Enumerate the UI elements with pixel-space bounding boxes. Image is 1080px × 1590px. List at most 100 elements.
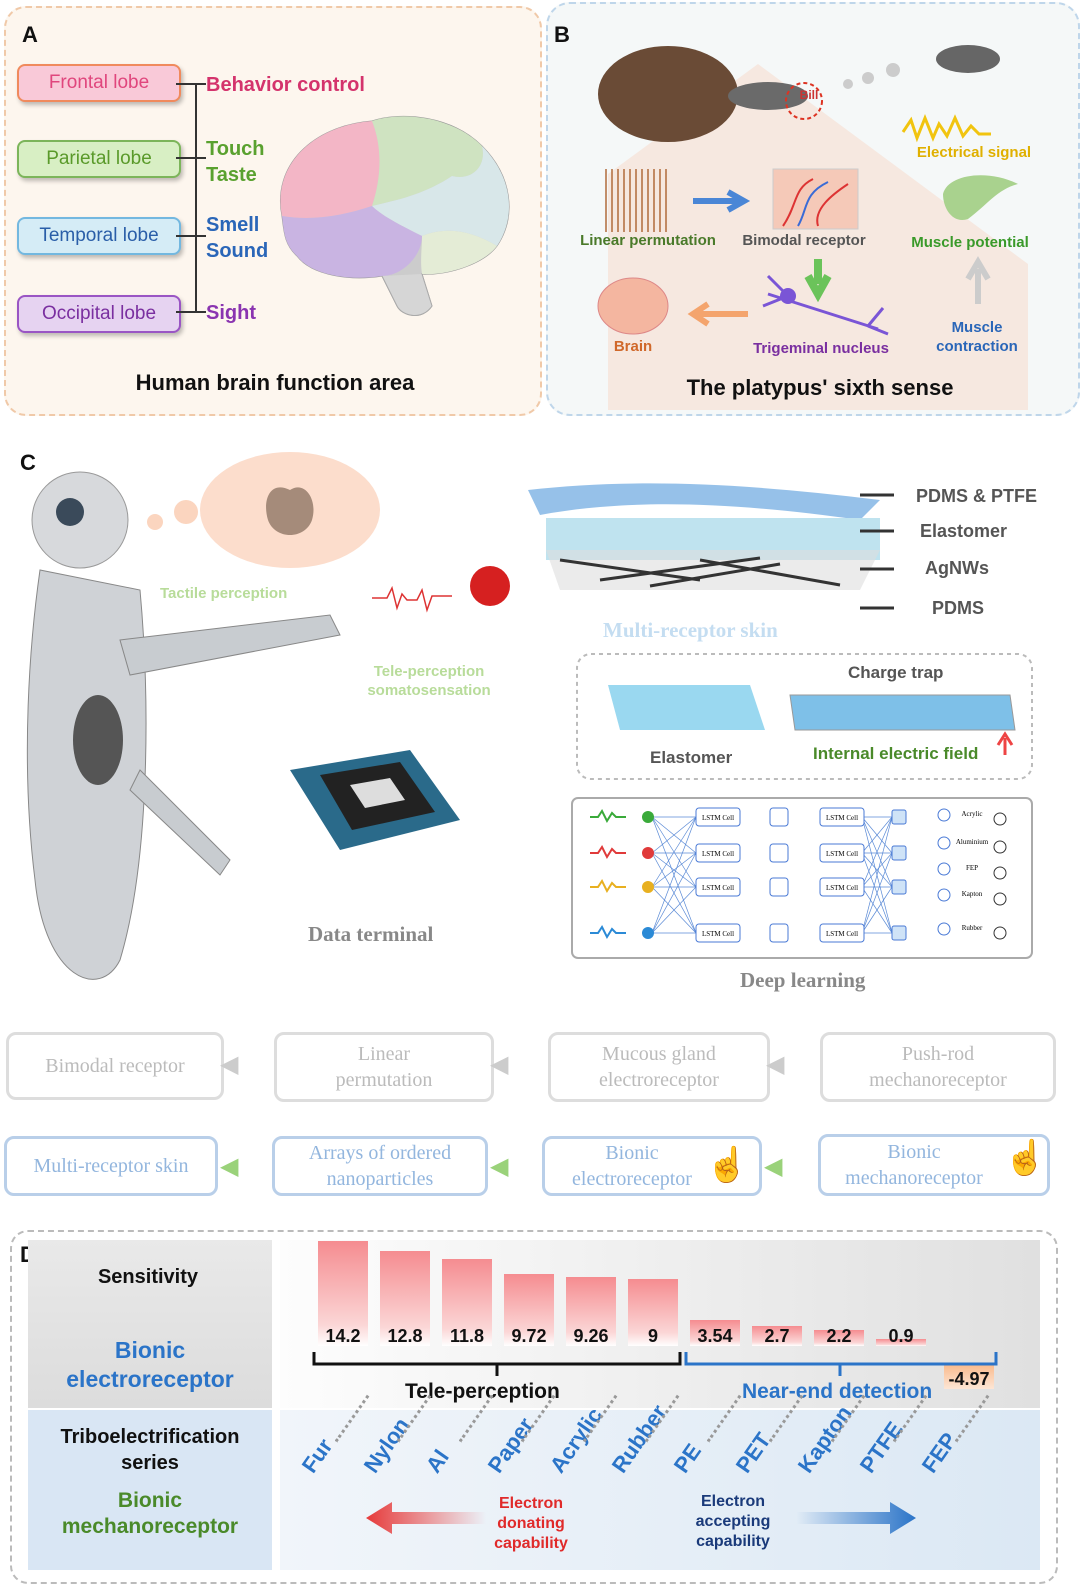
output-class-label: Aluminium <box>956 838 989 846</box>
panel-b-letter: B <box>554 22 570 47</box>
lstm-cell-label: LSTM Cell <box>826 930 858 938</box>
output-class-label: Rubber <box>962 924 983 932</box>
lstm-cell-label: LSTM Cell <box>702 884 734 892</box>
flow-arrow-icon: ◀ <box>220 1051 239 1078</box>
tribo-header-bg <box>28 1410 272 1570</box>
chart-value-label: 3.54 <box>697 1326 733 1346</box>
chart-value-label: 0.9 <box>888 1326 914 1346</box>
skin-layer-label: AgNWs <box>925 558 989 578</box>
near-end-group-label: Near-end detection <box>742 1380 933 1403</box>
chart-value-label: 2.7 <box>764 1326 790 1346</box>
group-brackets <box>312 1352 998 1376</box>
lstm-cell <box>819 877 865 897</box>
platypus-body <box>598 46 738 142</box>
lstm-cell-label: LSTM Cell <box>826 850 858 858</box>
chart-value-label: 9 <box>647 1326 658 1346</box>
lstm-cell <box>819 843 865 863</box>
output-node <box>993 812 1007 826</box>
tactile-perception-label: Tactile perception <box>160 585 288 602</box>
linear-permutation-label: Linear permutation <box>580 232 716 249</box>
flow-arrow-icon: ◀ <box>766 1051 785 1078</box>
lstm-cell <box>695 807 741 827</box>
data-terminal-label: Data terminal <box>308 922 434 946</box>
chart-bar <box>876 1339 926 1346</box>
muscle-contraction-label: Muscle contraction <box>936 319 1018 355</box>
lstm-cell-label: LSTM Cell <box>826 814 858 822</box>
lstm-cell-label: LSTM Cell <box>702 814 734 822</box>
bn-node <box>769 807 789 827</box>
output-class-label: Acrylic <box>962 810 983 818</box>
bionic-mechanoreceptor-label: Bionic mechanoreceptor <box>61 1489 239 1538</box>
chart-value-label: 12.8 <box>387 1326 423 1346</box>
panel-a-letter: A <box>22 22 38 47</box>
input-node <box>642 927 654 939</box>
platypus-scene <box>597 45 1028 410</box>
output-class-label: FEP <box>966 864 978 872</box>
fc-node <box>891 879 907 895</box>
function-label: Touch Taste <box>206 138 265 186</box>
tele-perception-group-label: Tele-perception <box>405 1380 560 1403</box>
output-class-label: Kapton <box>962 890 983 898</box>
flow-arrow-icon: ◀ <box>490 1051 509 1078</box>
chart-value-label: 9.72 <box>511 1326 547 1346</box>
chart-bar <box>944 1364 994 1389</box>
brain-illustration <box>280 115 510 316</box>
flow-box-bottom: Multi-receptor skin <box>4 1136 218 1196</box>
electron-donating-label: Electron donating capability <box>494 1495 568 1552</box>
lobe-box: Parietal lobe <box>17 140 181 178</box>
tele-perception-label: Tele-perception somatosensation <box>367 663 491 699</box>
input-waveform <box>590 845 626 860</box>
brain-label: Brain <box>613 338 653 355</box>
softmax-node <box>937 836 951 850</box>
panel-d <box>10 1230 1058 1584</box>
electrical-signal-label: Electrical signal <box>916 144 1032 161</box>
lstm-cell-label: LSTM Cell <box>702 850 734 858</box>
lstm-cell <box>819 923 865 943</box>
skin-layer-label: Elastomer <box>920 521 1008 541</box>
flow-box-top: Linear permutation <box>274 1032 494 1102</box>
chart-value-label: 11.8 <box>449 1326 485 1346</box>
skin-layer-label: PDMS & PTFE <box>916 486 1038 506</box>
sensitivity-label: Sensitivity <box>97 1266 199 1288</box>
input-node <box>642 811 654 823</box>
charge-trap-label: Charge trap <box>848 663 944 682</box>
flow-box-top: Push-rod mechanoreceptor <box>820 1032 1056 1102</box>
lstm-cell <box>695 843 741 863</box>
chart-value-label: 9.26 <box>573 1326 609 1346</box>
flow-arrow-icon: ◀ <box>220 1153 239 1180</box>
chart-bar <box>504 1274 554 1346</box>
lstm-cell <box>695 923 741 943</box>
flow-arrow-icon: ◀ <box>764 1153 783 1180</box>
robot-scene <box>26 452 1033 980</box>
fc-node <box>891 845 907 861</box>
elastomer-label: Elastomer <box>650 748 733 767</box>
chart-value-label: -4.97 <box>948 1369 990 1389</box>
lstm-cell-label: LSTM Cell <box>702 930 734 938</box>
flow-box-top: Bimodal receptor <box>6 1032 224 1100</box>
muscle-potential-label: Muscle potential <box>911 234 1029 251</box>
chart-value-label: 2.2 <box>826 1326 852 1346</box>
output-node <box>993 840 1007 854</box>
softmax-node <box>937 862 951 876</box>
bionic-electroreceptor-label: Bionic electroreceptor <box>66 1337 234 1392</box>
flow-arrow-icon: ◀ <box>490 1153 509 1180</box>
input-waveform <box>590 879 626 894</box>
softmax-node <box>937 922 951 936</box>
chart-bar <box>752 1326 802 1346</box>
lobe-box: Temporal lobe <box>17 217 181 255</box>
chart-value-label: 14.2 <box>325 1326 361 1346</box>
function-label: Smell Sound <box>206 214 269 262</box>
lstm-cell-label: LSTM Cell <box>826 884 858 892</box>
input-node <box>642 881 654 893</box>
input-waveform <box>590 925 626 940</box>
chart-bar <box>628 1279 678 1346</box>
sensitivity-header-bg <box>28 1240 272 1408</box>
bill-label: Bill <box>799 88 819 102</box>
bn-node <box>769 843 789 863</box>
flow-box-bottom: Arrays of ordered nanoparticles <box>272 1136 488 1196</box>
panel-a-caption: Human brain function area <box>135 370 415 395</box>
tribo-series-bg <box>280 1410 1040 1570</box>
output-node <box>993 892 1007 906</box>
chart-bar <box>814 1329 864 1346</box>
